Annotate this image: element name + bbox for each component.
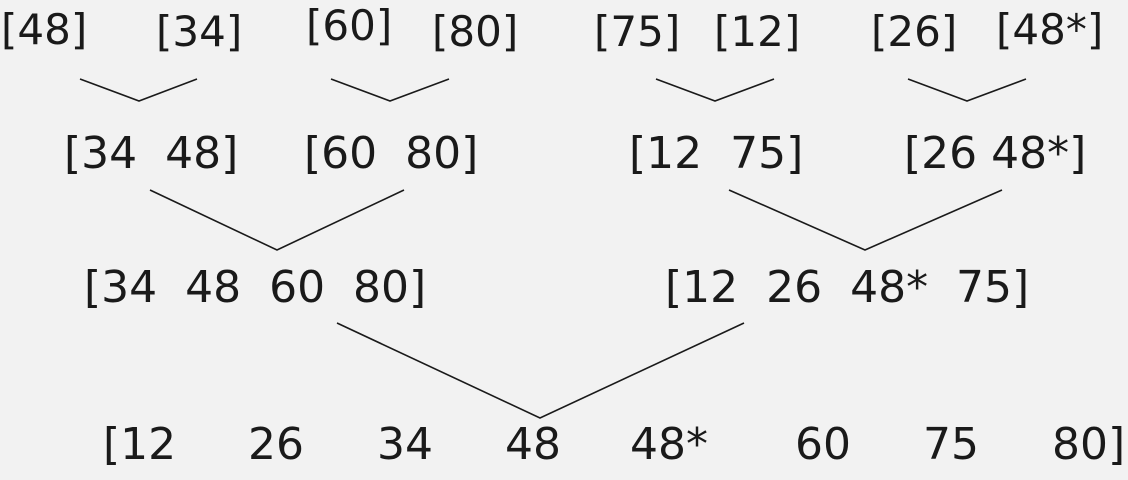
level1-item: [26] [871,7,958,56]
level3-item: [34 48 60 80] [84,262,427,313]
connector-l1-b [330,78,450,102]
level4-item: 48 [505,419,561,470]
level4-item: [12 [103,419,177,470]
connector-l2-a [149,189,405,251]
level4-item: 60 [795,419,851,470]
connector-l1-a [79,78,198,102]
level2-item: [12 75] [629,128,804,179]
level4-item: 80] [1052,419,1126,470]
level4-item: 34 [377,419,433,470]
level1-item: [34] [156,7,243,56]
level1-item: [60] [306,1,393,50]
level1-item: [48] [1,5,88,54]
level2-item: [34 48] [64,128,239,179]
connector-l1-c [655,78,775,102]
connector-l1-d [907,78,1027,102]
connector-l2-b [728,189,1003,251]
level2-item: [60 80] [304,128,479,179]
level1-item: [12] [714,7,801,56]
level4-item: 48* [630,419,708,470]
level1-item: [75] [594,7,681,56]
level4-item: 26 [248,419,304,470]
level1-item: [80] [432,7,519,56]
level1-item: [48*] [996,5,1104,54]
level3-item: [12 26 48* 75] [665,262,1030,313]
level4-item: 75 [923,419,979,470]
level2-item: [26 48*] [904,128,1087,179]
connector-l3-a [336,322,745,419]
